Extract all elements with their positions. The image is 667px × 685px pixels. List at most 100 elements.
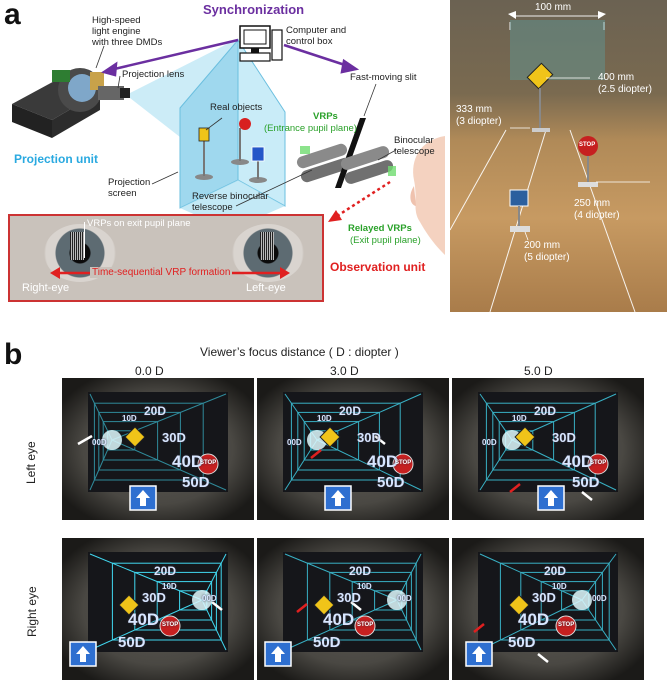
depth-label-10D: 10D xyxy=(317,414,332,423)
depth-label-30D: 30D xyxy=(142,590,166,605)
stop-sign-text: STOP xyxy=(200,460,217,466)
relayed-vrps-label: Relayed VRPs xyxy=(348,223,412,234)
observation-unit-label: Observation unit xyxy=(330,260,426,274)
depth-label-30D: 30D xyxy=(162,430,186,445)
depth-label-10D: 10D xyxy=(357,582,372,591)
depth-label-20D: 20D xyxy=(349,564,372,578)
synchronization-label: Synchronization xyxy=(203,2,305,17)
depth-label-30D: 30D xyxy=(532,590,556,605)
computer-icon xyxy=(239,25,283,62)
focus-arrow-icon xyxy=(581,491,593,501)
light-engine-icon xyxy=(12,68,130,138)
setup-photo: 100 mm STOP 400 mm (2.5 diopter) 333 mm … xyxy=(450,0,667,312)
left-eye-label: Left-eye xyxy=(246,282,286,294)
warning-sign-icon xyxy=(124,426,146,448)
depth-label-50D: 50D xyxy=(313,634,341,651)
up-arrow-icon xyxy=(271,646,285,662)
depth-label-00D: 00D xyxy=(397,594,412,603)
stop-sign-icon xyxy=(555,615,577,637)
focus-arrow-icon xyxy=(211,601,223,611)
panel-b-letter: b xyxy=(4,338,23,371)
tunnel-grid-image xyxy=(465,552,618,667)
depth-label-30D: 30D xyxy=(552,430,576,445)
focus-arrow-icon xyxy=(350,601,362,611)
entrance-pupil-label: (Entrance pupil plane) xyxy=(264,123,357,134)
photo-200mm-label: 200 mm (5 diopter) xyxy=(524,240,570,263)
binocular-telescope xyxy=(340,146,394,184)
stop-sign-icon xyxy=(392,453,414,475)
depth-label-20D: 20D xyxy=(544,564,567,578)
depth-label-20D: 20D xyxy=(534,404,557,418)
depth-label-10D: 10D xyxy=(512,414,527,423)
warning-sign-icon xyxy=(319,426,341,448)
warning-sign-icon xyxy=(508,594,530,616)
column-header-2: 5.0 D xyxy=(524,364,553,378)
red-focus-arrow-icon xyxy=(509,483,521,493)
up-arrow-icon xyxy=(544,490,558,506)
vrps-label: VRPs xyxy=(313,111,338,122)
depth-label-30D: 30D xyxy=(337,590,361,605)
real-objects-label: Real objects xyxy=(210,102,263,113)
depth-label-10D: 10D xyxy=(162,582,177,591)
vrps-exit-label: VRPs on exit pupil plane xyxy=(87,218,191,229)
depth-label-20D: 20D xyxy=(144,404,167,418)
projection-unit-label: Projection unit xyxy=(14,152,98,166)
red-focus-arrow-icon xyxy=(473,623,485,633)
up-arrow-icon xyxy=(76,646,90,662)
optical-setup-diagram xyxy=(12,25,445,255)
column-header-1: 3.0 D xyxy=(330,364,359,378)
relay-dotted-arrow xyxy=(333,180,391,220)
stop-sign-text: STOP xyxy=(162,622,179,628)
focus-arrow-icon xyxy=(77,434,93,446)
tunnel-grid-image xyxy=(478,392,618,511)
row-header-left-eye: Left eye xyxy=(24,441,38,484)
depth-label-50D: 50D xyxy=(182,474,210,491)
projection-screen-label: Projection screen xyxy=(108,177,151,199)
fast-slit-label: Fast-moving slit xyxy=(350,72,417,83)
depth-label-00D: 00D xyxy=(202,594,217,603)
synchronization-arrows xyxy=(101,38,360,77)
depth-label-20D: 20D xyxy=(339,404,362,418)
depth-label-20D: 20D xyxy=(154,564,177,578)
exit-pupil-label: (Exit pupil plane) xyxy=(350,235,421,246)
binocular-telescope-label: Binocular telescope xyxy=(394,135,435,157)
depth-label-50D: 50D xyxy=(572,474,600,491)
real-object-signs xyxy=(195,118,267,183)
warning-sign-icon xyxy=(514,426,536,448)
focus-arrow-icon xyxy=(537,653,549,663)
stop-sign-icon xyxy=(197,453,219,475)
panel-a-letter: a xyxy=(4,0,21,31)
stop-sign-text: STOP xyxy=(395,460,412,466)
up-arrow-icon xyxy=(136,490,150,506)
depth-label-40D: 40D xyxy=(128,610,160,629)
warning-sign-icon xyxy=(118,594,140,616)
depth-label-00D: 00D xyxy=(287,438,302,447)
depth-label-40D: 40D xyxy=(323,610,355,629)
photo-333mm-label: 333 mm (3 diopter) xyxy=(456,104,502,127)
up-arrow-icon xyxy=(331,490,345,506)
stop-sign-icon xyxy=(587,453,609,475)
up-arrow-icon xyxy=(472,646,486,662)
time-sequential-label: Time-sequential VRP formation xyxy=(90,267,233,278)
warning-sign-icon xyxy=(313,594,335,616)
depth-label-00D: 00D xyxy=(482,438,497,447)
panel-b-title: Viewer’s focus distance ( D : diopter ) xyxy=(200,345,399,359)
right-eye-label: Right-eye xyxy=(22,282,70,294)
stop-sign-icon xyxy=(159,615,181,637)
column-header-0: 0.0 D xyxy=(135,364,164,378)
red-focus-arrow-icon xyxy=(310,449,322,459)
depth-label-00D: 00D xyxy=(592,594,607,603)
depth-label-00D: 00D xyxy=(92,438,107,447)
light-engine-label: High-speed light engine with three DMDs xyxy=(92,15,163,48)
tunnel-grid-image xyxy=(264,552,423,667)
stop-sign-text: STOP xyxy=(558,622,575,628)
focus-arrow-icon xyxy=(374,435,386,445)
computer-box-label: Computer and control box xyxy=(286,25,347,47)
depth-label-10D: 10D xyxy=(552,582,567,591)
